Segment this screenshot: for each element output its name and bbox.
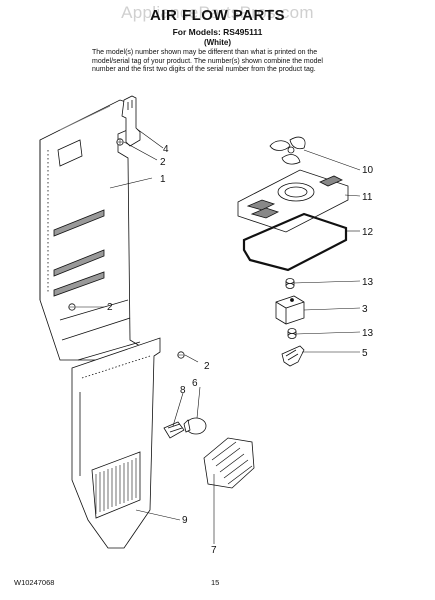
callout-3: 3 (362, 304, 368, 315)
watermark-text: AppliancePartsPros.com (121, 3, 314, 22)
callout-13-upper: 13 (362, 277, 374, 288)
leader-lines (76, 128, 361, 544)
document-number: W10247068 (14, 578, 55, 587)
callout-7: 7 (211, 545, 217, 556)
part-4-bracket (121, 95, 141, 147)
part-1-air-duct-panel (39, 99, 141, 361)
screw-lower (177, 351, 185, 359)
part-11-fan-housing (237, 169, 349, 233)
callout-11: 11 (362, 192, 373, 203)
callout-numbers: 4 2 1 2 2 8 6 9 7 10 11 12 13 3 13 5 (107, 144, 374, 556)
callout-10: 10 (362, 165, 374, 176)
part-10-fan-blade (269, 136, 306, 165)
callout-12: 12 (362, 227, 374, 238)
part-8-lamp-socket (163, 421, 185, 439)
callout-8: 8 (180, 385, 186, 396)
part-9-lower-panel (71, 337, 161, 549)
part-7-lamp-cover (203, 437, 255, 489)
part-13-grommet-lower (287, 328, 297, 339)
callout-9: 9 (182, 515, 188, 526)
callout-4: 4 (163, 144, 169, 155)
model-note: The model(s) number shown may be differe… (92, 49, 323, 74)
screw-top (116, 138, 124, 146)
page-number: 15 (211, 578, 220, 587)
part-12-gasket (242, 212, 348, 272)
page-title: AIR FLOW PARTS (149, 7, 286, 24)
callout-5: 5 (362, 348, 368, 359)
callout-6: 6 (192, 378, 198, 389)
part-6-light-bulb (183, 417, 207, 435)
callout-13-lower: 13 (362, 328, 374, 339)
models-line: For Models: RS495111 (172, 27, 263, 37)
callout-2-top: 2 (160, 157, 166, 168)
callout-1: 1 (160, 174, 166, 185)
part-3-fan-motor (275, 295, 305, 325)
color-line: (White) (203, 38, 232, 47)
screw-middle (68, 303, 76, 311)
callout-2-middle: 2 (107, 302, 113, 313)
callout-2-lower: 2 (204, 361, 210, 372)
part-5-motor-bracket (281, 345, 305, 367)
part-13-grommet-upper (285, 278, 295, 289)
